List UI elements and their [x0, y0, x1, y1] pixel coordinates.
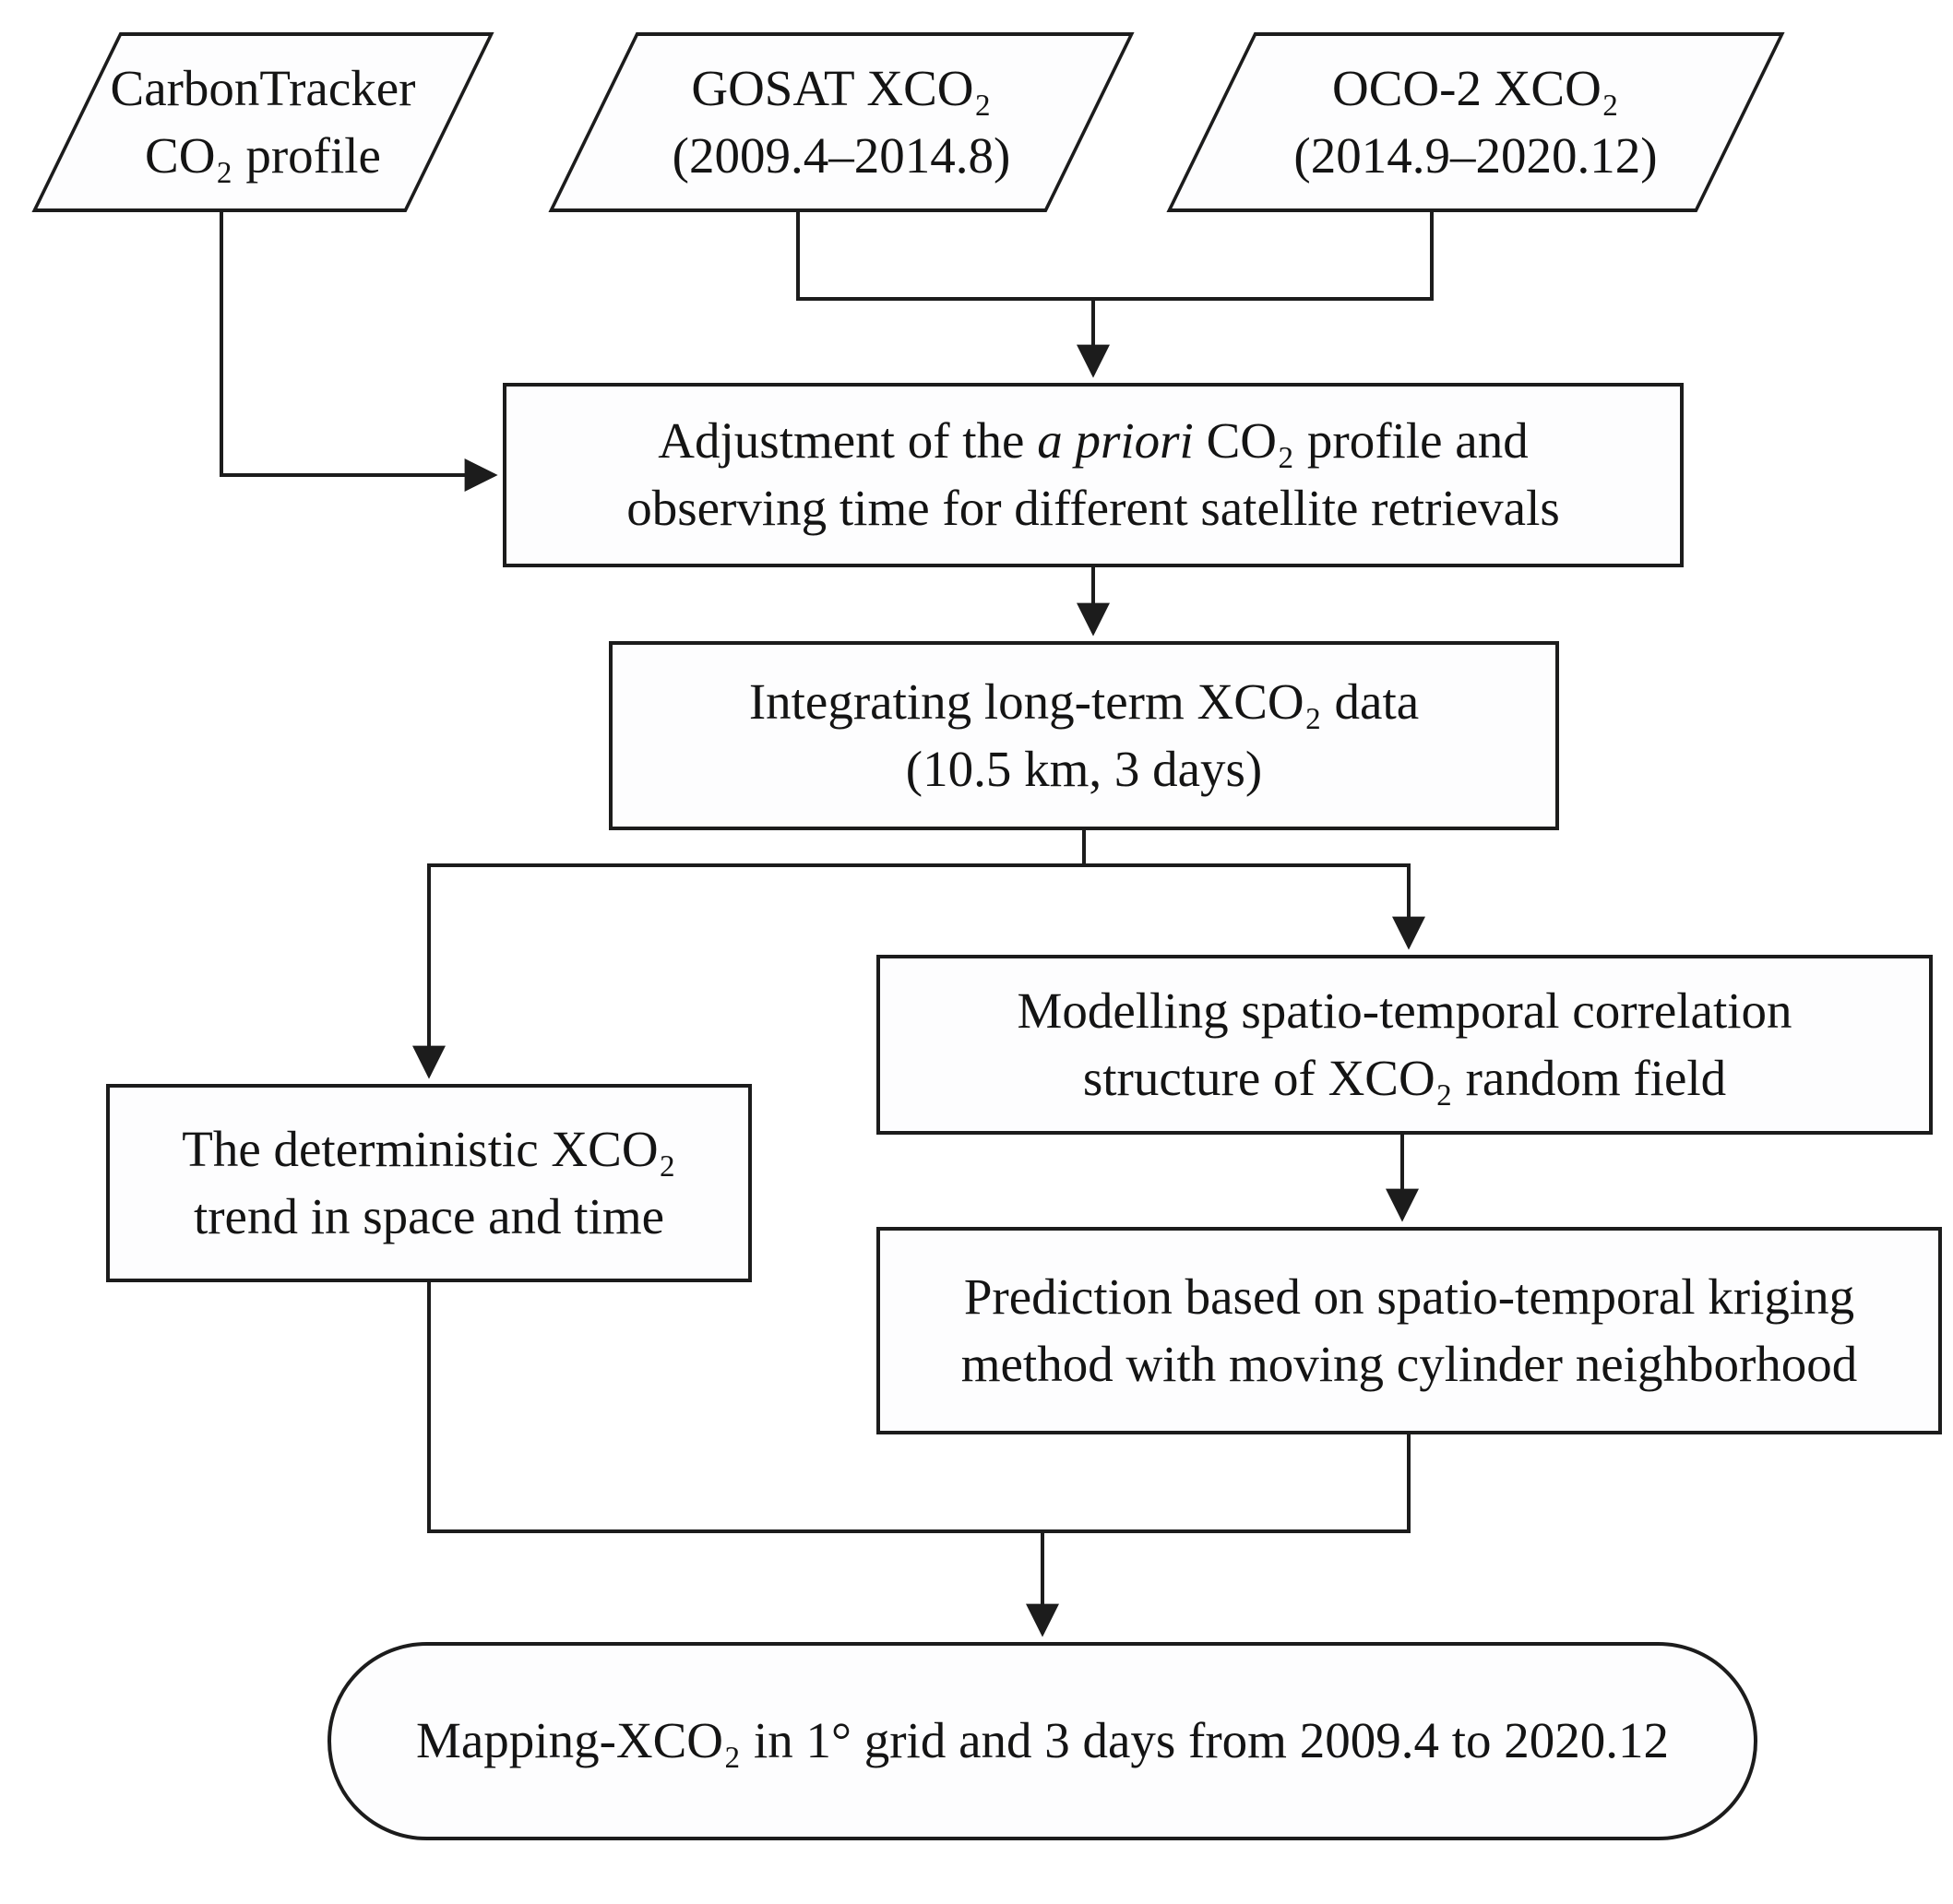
node-label: Prediction based on spatio-temporal krig…	[880, 1264, 1938, 1398]
node-text-line: trend in space and time	[193, 1187, 665, 1244]
node-text-line: CO₂ profile	[145, 126, 381, 184]
node-text-line: OCO-2 XCO₂	[1332, 59, 1619, 116]
node-label: Adjustment of the a priori CO₂ profile a…	[506, 408, 1680, 541]
node-text-line: Prediction based on spatio-temporal krig…	[963, 1267, 1855, 1325]
node-label: OCO-2 XCO₂ (2014.9–2020.12)	[1210, 55, 1741, 189]
adjustment-text-italic: a priori	[1037, 412, 1194, 470]
node-carbontracker-co2-profile: CarbonTracker CO₂ profile	[31, 32, 494, 212]
node-text-line: (2009.4–2014.8)	[672, 126, 1011, 184]
node-text-line: The deterministic XCO₂	[182, 1120, 676, 1177]
node-text-line: Mapping-XCO₂ in 1° grid and 3 days from …	[415, 1712, 1669, 1769]
node-modelling-correlation: Modelling spatio-temporal correlation st…	[876, 955, 1933, 1135]
adjustment-text-pre: Adjustment of the	[658, 412, 1038, 470]
node-label: CarbonTracker CO₂ profile	[76, 55, 450, 189]
node-label: Mapping-XCO₂ in 1° grid and 3 days from …	[331, 1708, 1754, 1775]
adjustment-text-post: CO₂ profile and	[1193, 412, 1529, 470]
node-deterministic-trend: The deterministic XCO₂ trend in space an…	[106, 1084, 752, 1282]
node-label: Modelling spatio-temporal correlation st…	[880, 978, 1929, 1112]
node-text-line: (10.5 km, 3 days)	[905, 740, 1263, 797]
node-prediction-kriging: Prediction based on spatio-temporal krig…	[876, 1227, 1942, 1434]
node-integrating: Integrating long-term XCO₂ data (10.5 km…	[609, 641, 1559, 830]
node-mapping-output: Mapping-XCO₂ in 1° grid and 3 days from …	[327, 1642, 1757, 1840]
node-text-line: Integrating long-term XCO₂ data	[748, 672, 1420, 730]
node-text-line: GOSAT XCO₂	[691, 59, 992, 116]
node-text-line: CarbonTracker	[110, 59, 416, 116]
node-text-line: observing time for different satellite r…	[626, 480, 1560, 536]
node-oco2-xco2: OCO-2 XCO₂ (2014.9–2020.12)	[1166, 32, 1785, 212]
node-adjustment: Adjustment of the a priori CO₂ profile a…	[503, 383, 1684, 567]
node-text-line: (2014.9–2020.12)	[1293, 126, 1658, 184]
node-text-line: Modelling spatio-temporal correlation	[1017, 982, 1792, 1039]
node-text-line: Adjustment of the a priori CO₂ profile a…	[658, 408, 1528, 475]
node-gosat-xco2: GOSAT XCO₂ (2009.4–2014.8)	[548, 32, 1135, 212]
node-text-line: structure of XCO₂ random field	[1082, 1049, 1727, 1106]
node-label: GOSAT XCO₂ (2009.4–2014.8)	[592, 55, 1090, 189]
node-text-line: method with moving cylinder neighborhood	[960, 1335, 1858, 1392]
node-label: The deterministic XCO₂ trend in space an…	[110, 1116, 748, 1250]
node-label: Integrating long-term XCO₂ data (10.5 km…	[613, 669, 1555, 803]
connector-carbontracker-to-adjustment	[220, 212, 498, 492]
